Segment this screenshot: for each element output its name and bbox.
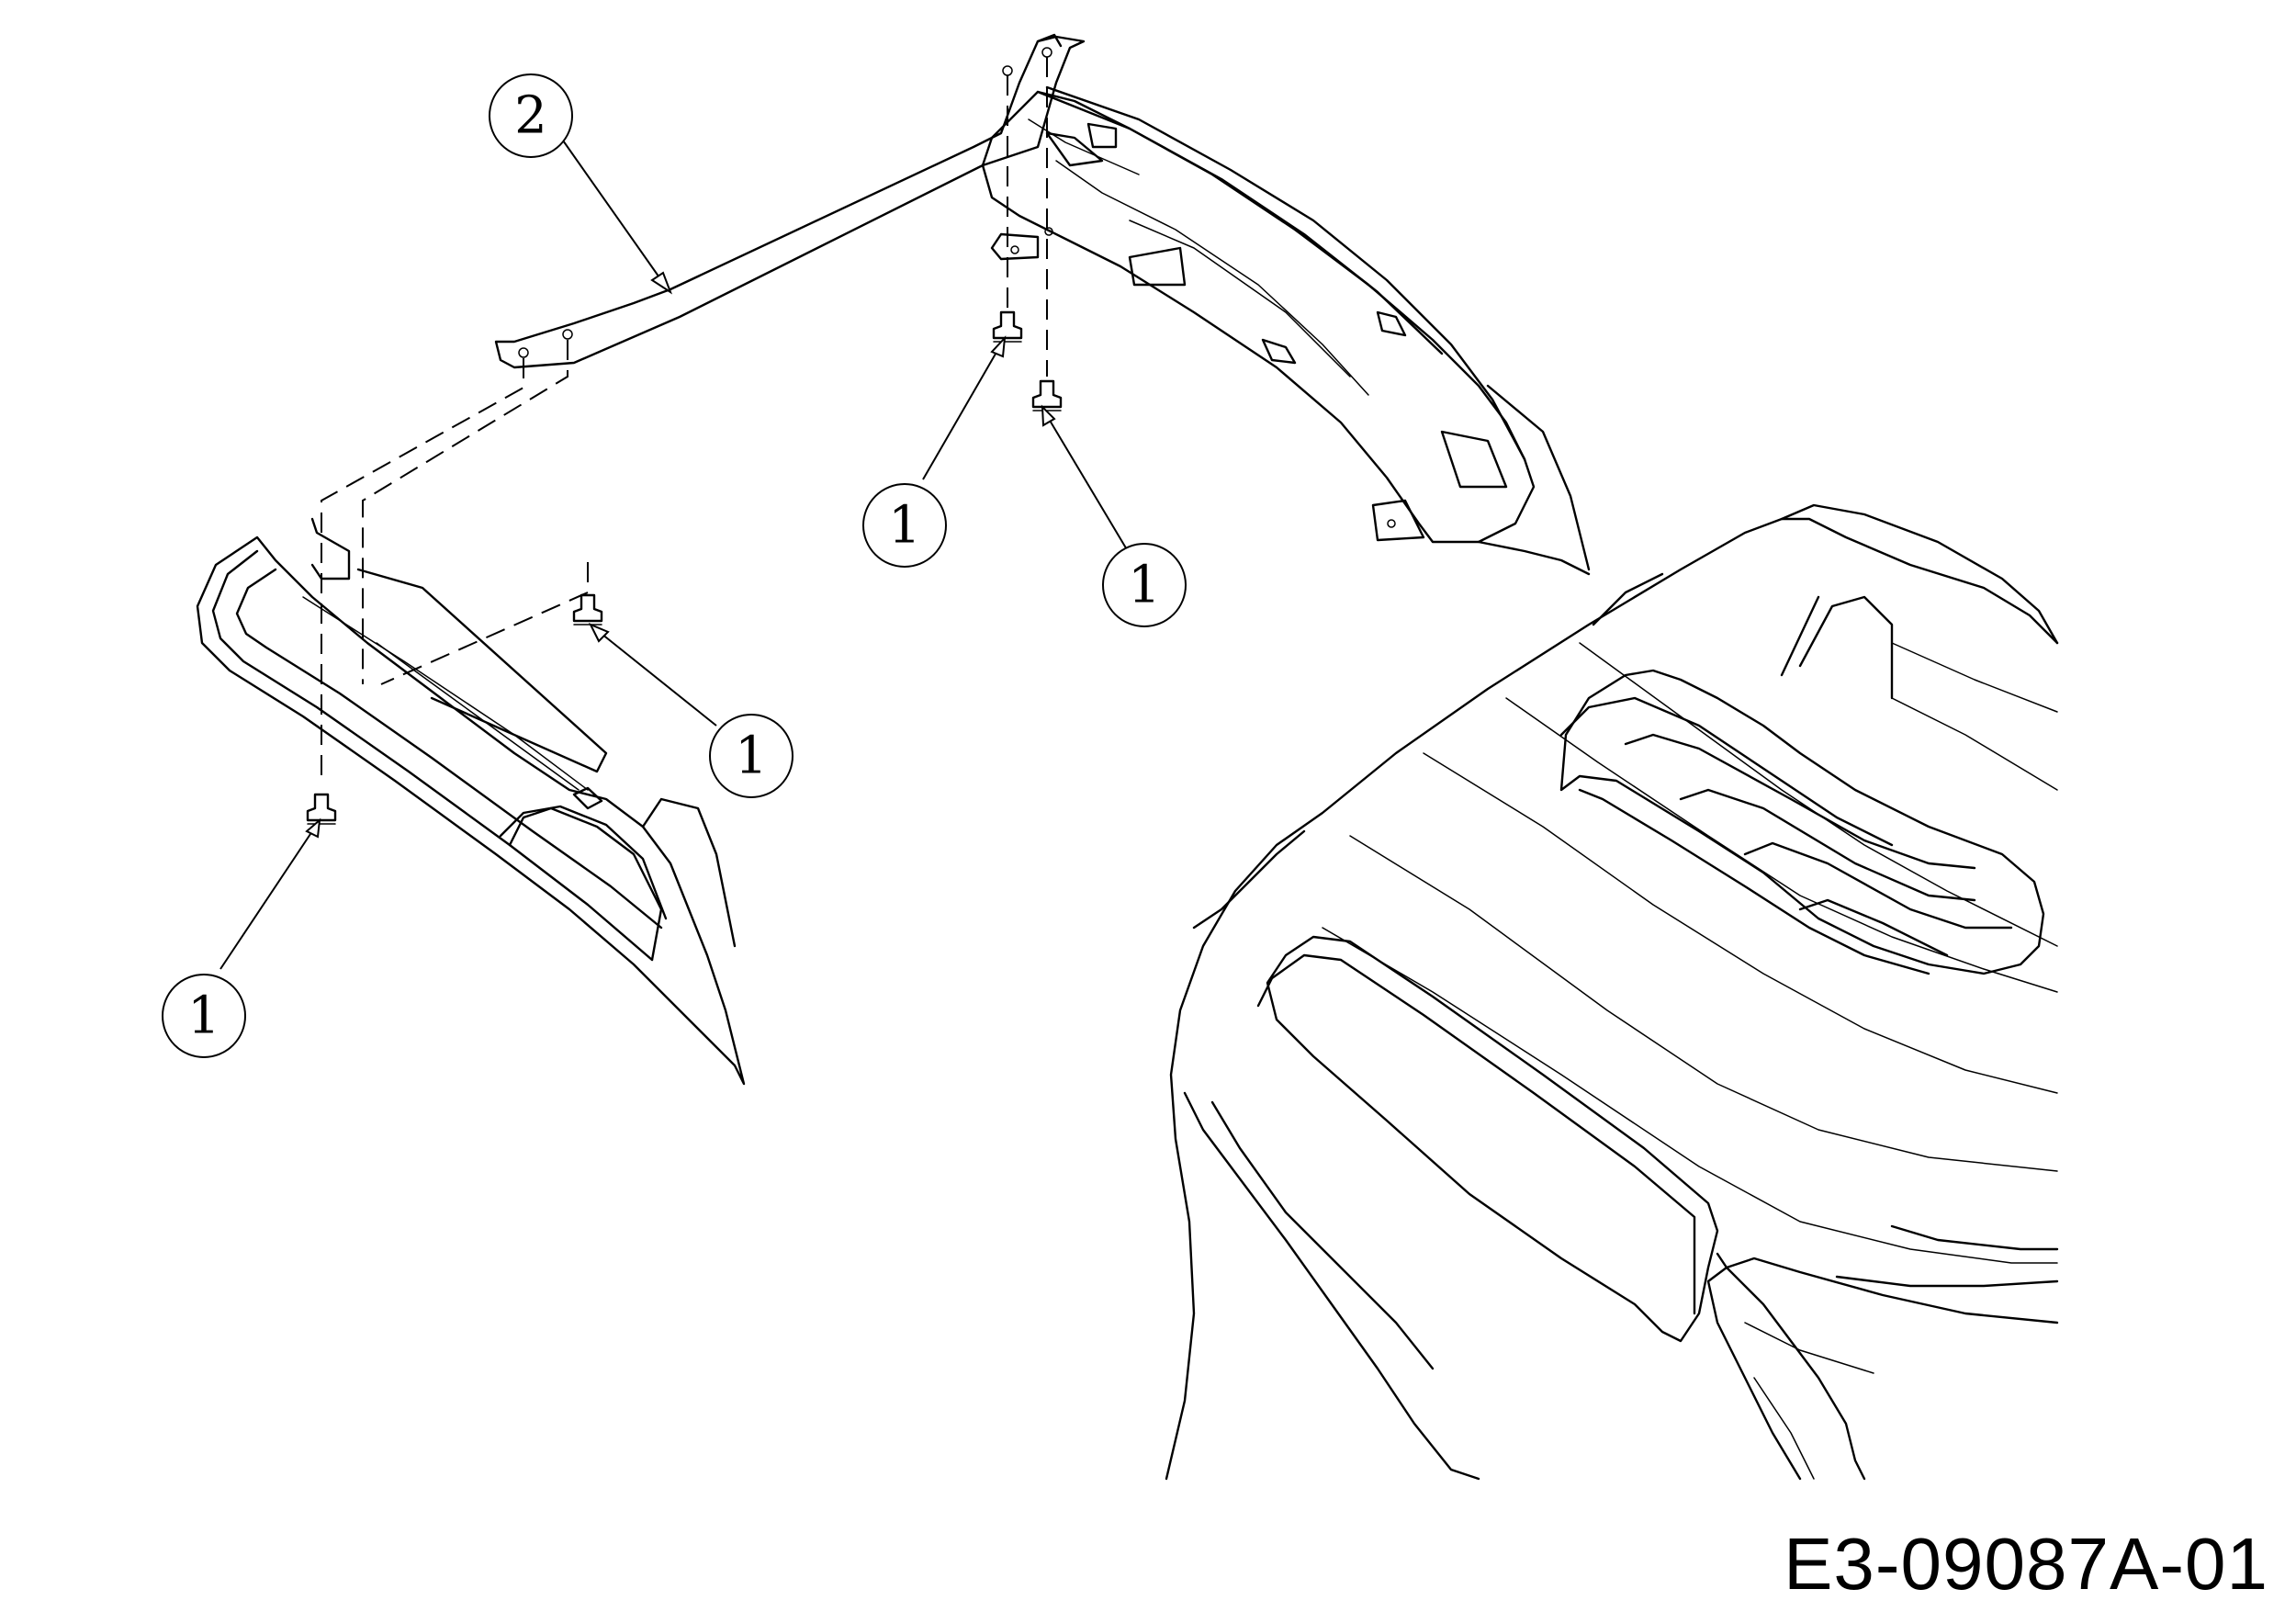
- callout-label: 1: [1128, 556, 1161, 615]
- callout-1: 1: [1102, 543, 1187, 627]
- callout-label: 1: [888, 496, 921, 556]
- drawing-number: E3-09087A-01: [1784, 1523, 2268, 1605]
- callout-1: 1: [709, 714, 793, 798]
- callout-label: 1: [187, 986, 220, 1046]
- screw-icon: [572, 593, 603, 626]
- screws: [306, 310, 1063, 825]
- screw-icon: [1031, 379, 1063, 411]
- callout-label: 2: [514, 86, 547, 146]
- screw-icon: [992, 310, 1023, 343]
- callout-1: 1: [862, 483, 947, 568]
- callout-label: 1: [735, 727, 768, 786]
- hood: [1165, 503, 2059, 1481]
- callout-2: 2: [489, 73, 573, 158]
- assembly-lines: [321, 57, 1048, 781]
- screw-icon: [306, 793, 337, 825]
- callout-leaders: [219, 130, 1129, 970]
- callout-1: 1: [162, 974, 246, 1058]
- right-light-housing: [981, 85, 1591, 576]
- bracket-part: [494, 33, 1086, 369]
- left-light-housing: [196, 517, 746, 1086]
